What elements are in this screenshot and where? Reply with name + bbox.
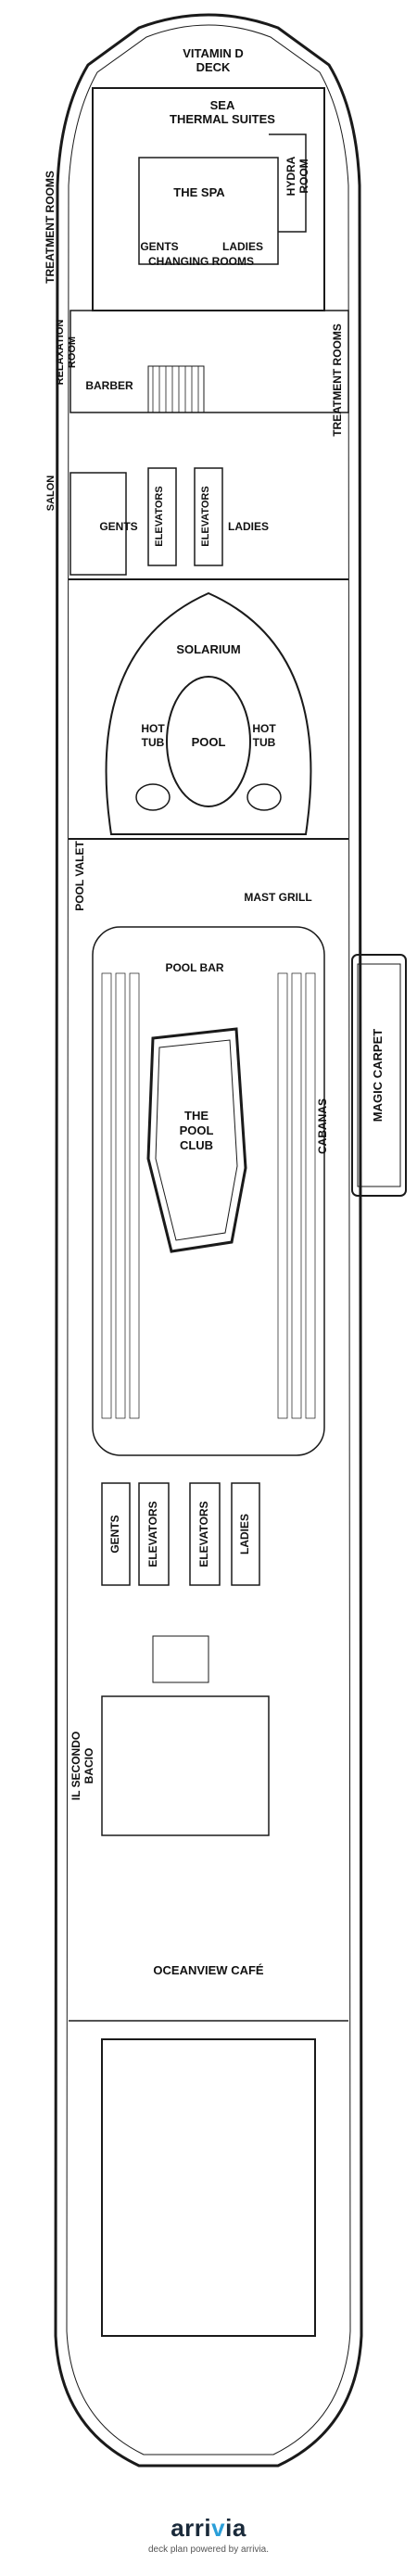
- pool-club-pool-inner: [155, 1039, 238, 1241]
- label-mast-grill: MAST GRILL: [244, 891, 311, 904]
- elevator-shaft-fwd-a: [147, 467, 177, 566]
- label-gents-spa: GENTS: [140, 240, 178, 253]
- label-the-spa: THE SPA: [173, 185, 225, 199]
- buffet-counter: [101, 1695, 270, 1836]
- mid-stairs: [152, 1635, 209, 1683]
- label-elevators-mid-a: ELEVATORS: [146, 1501, 159, 1567]
- label-pool-solarium: POOL: [192, 735, 226, 749]
- label-hot-tub-right-1: HOT: [252, 722, 276, 735]
- label-bacio: BACIO: [82, 1748, 95, 1784]
- elevator-shaft-mid-b: [189, 1482, 221, 1586]
- label-salon: SALON: [45, 476, 57, 512]
- hot-tub-right-shape: [246, 783, 282, 811]
- stair-lines-fwd: [152, 366, 199, 412]
- pool-deck-outer: [92, 926, 325, 1456]
- label-solarium: SOLARIUM: [176, 642, 240, 656]
- elevator-shaft-mid-a: [138, 1482, 170, 1586]
- label-hydra-room: ROOM: [297, 159, 310, 193]
- label-hot-tub-left-2: TUB: [142, 736, 165, 749]
- label-cabanas: CABANAS: [316, 1098, 329, 1154]
- gents-mid-room: [101, 1482, 131, 1586]
- solarium-pool: [166, 676, 251, 807]
- label-changing-rooms: CHANGING ROOMS: [148, 255, 254, 268]
- label-elevators-fwd-b: ELEVATORS: [200, 486, 211, 546]
- label-pool-club-2: POOL: [180, 1123, 214, 1137]
- hull-inner: [66, 24, 351, 2455]
- hull-outline: [54, 13, 363, 2468]
- label-gents-mid: GENTS: [108, 1515, 121, 1553]
- magic-carpet-platform: [351, 954, 407, 1197]
- label-elevators-fwd-a: ELEVATORS: [154, 486, 165, 546]
- label-pool-club-3: CLUB: [180, 1138, 213, 1152]
- label-gents-fwd: GENTS: [99, 520, 137, 533]
- label-hydra: HYDRA: [284, 156, 297, 196]
- magic-carpet-inner: [357, 963, 401, 1187]
- label-elevators-mid-b: ELEVATORS: [197, 1501, 210, 1567]
- elevator-shaft-fwd-b: [194, 467, 223, 566]
- hydra-room-shape: [269, 133, 307, 233]
- label-treatment-rooms-left: TREATMENT ROOMS: [44, 171, 57, 284]
- label-vitamin-d-2: DECK: [196, 60, 231, 74]
- label-relaxation-room: ROOM: [67, 336, 78, 368]
- powered-by-text: deck plan powered by arrivia.: [147, 2544, 270, 2555]
- label-vitamin-d-1: VITAMIN D: [183, 46, 243, 60]
- label-barber: BARBER: [85, 379, 133, 392]
- spa-inner: [138, 157, 279, 265]
- label-hot-tub-left-1: HOT: [141, 722, 165, 735]
- label-hot-tub-right-2: TUB: [253, 736, 276, 749]
- label-magic-carpet: MAGIC CARPET: [371, 1029, 385, 1122]
- label-pool-bar: POOL BAR: [165, 961, 223, 974]
- arrivia-logo: arrivia: [171, 2514, 246, 2542]
- pool-club-pool: [146, 1027, 247, 1253]
- ladies-mid-room: [231, 1482, 260, 1586]
- hot-tub-left-shape: [135, 783, 171, 811]
- label-oceanview-cafe: OCEANVIEW CAFÉ: [153, 1963, 264, 1977]
- galley-block: [101, 2038, 316, 2337]
- label-treatment-rooms-right: TREATMENT ROOMS: [331, 324, 344, 437]
- label-pool-valet: POOL VALET: [73, 841, 86, 911]
- label-thermal-suites: THERMAL SUITES: [170, 112, 275, 126]
- relaxation-room-wall: [70, 310, 349, 413]
- footer: arrivia deck plan powered by arrivia.: [0, 2514, 417, 2555]
- label-ladies-spa: LADIES: [222, 240, 263, 253]
- lounger-rows: [101, 972, 316, 1419]
- barber-stairs: [147, 365, 205, 413]
- label-pool-club-1: THE: [184, 1109, 208, 1123]
- label-sea: SEA: [210, 98, 235, 112]
- label-ladies-mid: LADIES: [238, 1514, 251, 1554]
- label-ladies-fwd: LADIES: [228, 520, 269, 533]
- label-il-secondo: IL SECONDO: [70, 1732, 82, 1800]
- salon-room: [70, 472, 127, 576]
- solarium-enclosure: [105, 591, 312, 835]
- label-relaxation: RELAXATION: [55, 320, 66, 386]
